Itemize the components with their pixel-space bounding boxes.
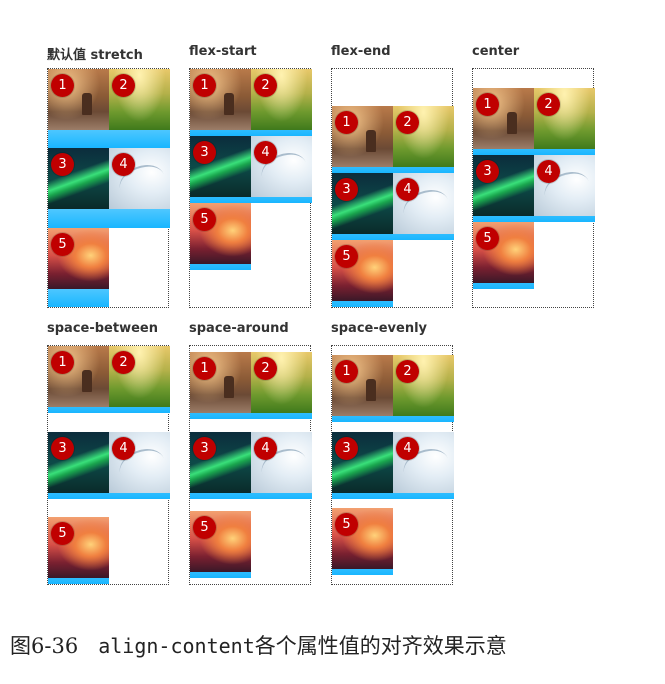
flex-item: 3 (332, 173, 393, 240)
item-number-badge: 5 (193, 515, 216, 539)
flex-item: 3 (190, 431, 251, 499)
flex-item: 1 (190, 69, 251, 136)
item-number-badge: 4 (537, 159, 560, 183)
item-number-badge: 5 (335, 245, 358, 268)
flex-item: 1 (332, 106, 393, 173)
panel-title: space-around (189, 321, 289, 336)
item-number-badge: 4 (112, 436, 135, 460)
item-number-badge: 1 (51, 351, 74, 374)
flex-item: 2 (534, 87, 595, 155)
item-number-badge: 4 (396, 436, 419, 460)
item-number-badge: 1 (193, 74, 216, 97)
item-number-badge: 2 (254, 357, 277, 381)
item-number-badge: 2 (112, 74, 135, 97)
flex-item: 2 (393, 106, 454, 173)
flex-item: 3 (190, 136, 251, 203)
flex-item: 4 (109, 148, 170, 228)
flex-container-space-between: 1 2 3 4 5 (47, 345, 170, 585)
flex-item: 1 (332, 355, 393, 423)
flex-item: 1 (473, 87, 534, 155)
item-number-badge: 2 (254, 74, 277, 97)
item-number-badge: 5 (476, 226, 499, 250)
item-number-badge: 3 (51, 436, 74, 460)
item-number-badge: 1 (476, 92, 499, 116)
item-number-badge: 5 (51, 232, 74, 256)
flex-item: 5 (190, 510, 251, 578)
item-number-badge: 2 (396, 111, 419, 134)
flex-container-stretch: 1 2 3 4 5 (47, 68, 170, 308)
item-number-badge: 3 (335, 178, 358, 201)
item-number-badge: 1 (335, 360, 358, 384)
flex-item: 5 (48, 227, 109, 307)
panel-title: space-between (47, 321, 158, 336)
panel-title: flex-start (189, 44, 257, 59)
item-number-badge: 5 (335, 512, 358, 536)
item-number-badge: 4 (396, 178, 419, 201)
flex-item: 4 (251, 136, 312, 203)
item-number-badge: 4 (112, 153, 135, 177)
flex-item: 5 (332, 507, 393, 575)
flex-item: 2 (251, 69, 312, 136)
item-number-badge: 3 (335, 436, 358, 460)
flex-item: 5 (48, 517, 109, 584)
panel-title: flex-end (331, 44, 391, 59)
item-number-badge: 1 (335, 111, 358, 134)
item-photo (190, 352, 251, 414)
flex-item: 1 (190, 352, 251, 420)
figure-label: 图6-36 (10, 634, 79, 658)
flex-item: 1 (48, 69, 109, 149)
flex-item: 1 (48, 346, 109, 413)
flex-item: 5 (473, 221, 534, 289)
flex-item: 5 (190, 203, 251, 270)
flex-item: 2 (109, 346, 170, 413)
item-number-badge: 4 (254, 436, 277, 460)
panel-title: space-evenly (331, 321, 428, 336)
item-number-badge: 2 (112, 351, 135, 374)
flex-item: 2 (251, 352, 312, 420)
item-number-badge: 3 (476, 159, 499, 183)
flex-container-space-evenly: 1 2 3 4 5 (331, 345, 454, 585)
flex-item: 4 (393, 173, 454, 240)
item-number-badge: 1 (193, 357, 216, 381)
panel-title: center (472, 44, 520, 59)
flex-item: 5 (332, 240, 393, 307)
flex-item: 2 (393, 355, 454, 423)
panel-title: 默认值 stretch (47, 48, 143, 63)
figure-caption: 图6-36 align-content各个属性值的对齐效果示意 (10, 630, 507, 660)
flex-container-flex-start: 1 2 3 4 5 (189, 68, 312, 308)
flex-item: 4 (109, 431, 170, 499)
flex-item: 3 (332, 431, 393, 499)
item-number-badge: 5 (51, 522, 74, 545)
caption-property: align-content (98, 634, 255, 658)
flex-item: 3 (48, 431, 109, 499)
flex-item: 3 (48, 148, 109, 228)
item-number-badge: 3 (51, 153, 74, 177)
item-number-badge: 2 (396, 360, 419, 384)
flex-container-flex-end: 1 2 3 4 5 (331, 68, 454, 308)
flex-item: 4 (534, 154, 595, 222)
caption-description: 各个属性值的对齐效果示意 (254, 634, 507, 658)
item-number-badge: 1 (51, 74, 74, 97)
flex-container-center: 1 2 3 4 5 (472, 68, 595, 308)
item-number-badge: 4 (254, 141, 277, 164)
item-number-badge: 5 (193, 208, 216, 231)
flex-item: 4 (251, 431, 312, 499)
flex-item: 3 (473, 154, 534, 222)
item-number-badge: 2 (537, 92, 560, 116)
item-number-badge: 3 (193, 141, 216, 164)
flex-container-space-around: 1 2 3 4 5 (189, 345, 312, 585)
flex-item: 2 (109, 69, 170, 149)
flex-item: 4 (393, 431, 454, 499)
item-number-badge: 3 (193, 436, 216, 460)
